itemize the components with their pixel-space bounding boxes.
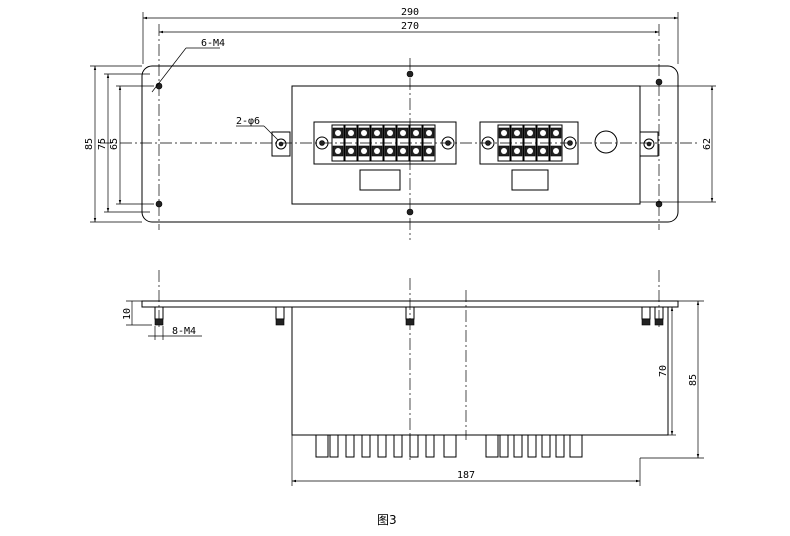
bottom-terminal xyxy=(393,434,403,458)
dim-85-side-label: 85 xyxy=(688,374,699,386)
callout-8-m4: 8-M4 xyxy=(148,326,202,340)
studs xyxy=(154,306,664,326)
bottom-terminal xyxy=(443,434,457,458)
callout-8-m4-label: 8-M4 xyxy=(172,326,196,337)
bottom-terminal xyxy=(329,434,339,458)
terminal-cell xyxy=(523,124,537,162)
dim-270-label: 270 xyxy=(401,21,419,32)
terminal-cell xyxy=(510,124,524,162)
bottom-terminal xyxy=(499,434,509,458)
right-bracket xyxy=(639,131,659,157)
dim-62-label: 62 xyxy=(702,138,713,150)
bottom-terminal xyxy=(409,434,419,458)
label-window-left xyxy=(359,169,401,191)
bottom-terminal xyxy=(485,434,499,458)
dim-70-label: 70 xyxy=(658,365,669,377)
mounting-holes xyxy=(155,70,663,216)
callout-6-m4: 6-M4 xyxy=(151,38,225,93)
terminal-cell xyxy=(497,124,511,162)
dim-187-label: 187 xyxy=(457,470,475,481)
terminal-cell xyxy=(370,124,384,162)
bottom-terminal xyxy=(569,434,583,458)
figure-caption: 图3 xyxy=(377,513,397,527)
dim-left-heights: 85 75 65 xyxy=(84,65,154,223)
enclosure-body xyxy=(291,306,669,436)
top-view: 290 270 85 75 65 62 xyxy=(84,7,716,240)
terminal-cell xyxy=(396,124,410,162)
dim-70: 70 xyxy=(658,306,676,436)
bottom-terminal xyxy=(425,434,435,458)
bottom-terminal xyxy=(527,434,537,458)
bottom-terminals xyxy=(315,434,583,458)
terminal-cell xyxy=(549,124,563,162)
dim-75-label: 75 xyxy=(97,138,108,150)
bottom-terminal xyxy=(555,434,565,458)
terminal-cell xyxy=(331,124,345,162)
terminal-cell xyxy=(344,124,358,162)
dim-65-label: 65 xyxy=(109,138,120,150)
dim-270: 270 xyxy=(159,21,659,34)
terminal-cell xyxy=(357,124,371,162)
dim-187: 187 xyxy=(291,435,641,486)
bottom-terminal xyxy=(377,434,387,458)
terminal-cell xyxy=(422,124,436,162)
bottom-terminal xyxy=(315,434,329,458)
callout-6-m4-label: 6-M4 xyxy=(201,38,225,49)
bottom-terminal xyxy=(345,434,355,458)
callout-2-phi6-label: 2-φ6 xyxy=(236,116,260,127)
dim-290: 290 xyxy=(142,7,679,64)
bottom-terminal xyxy=(513,434,523,458)
dim-290-label: 290 xyxy=(401,7,419,18)
terminal-cell xyxy=(383,124,397,162)
callout-2-phi6: 2-φ6 xyxy=(236,116,279,141)
terminal-block-left xyxy=(313,121,457,165)
left-bracket xyxy=(271,131,291,157)
dim-85-side: 85 xyxy=(640,300,704,459)
terminal-cell xyxy=(536,124,550,162)
bottom-terminal xyxy=(541,434,551,458)
bottom-terminal xyxy=(361,434,371,458)
terminal-block-right xyxy=(479,121,579,165)
label-window-right xyxy=(511,169,549,191)
dim-10: 10 xyxy=(122,300,152,326)
dim-10-label: 10 xyxy=(122,308,133,320)
round-connector xyxy=(594,130,618,154)
dim-85-label: 85 xyxy=(84,138,95,150)
terminal-cell xyxy=(409,124,423,162)
front-view: 10 8-M4 70 85 187 xyxy=(122,270,704,486)
dim-62: 62 xyxy=(640,85,716,203)
